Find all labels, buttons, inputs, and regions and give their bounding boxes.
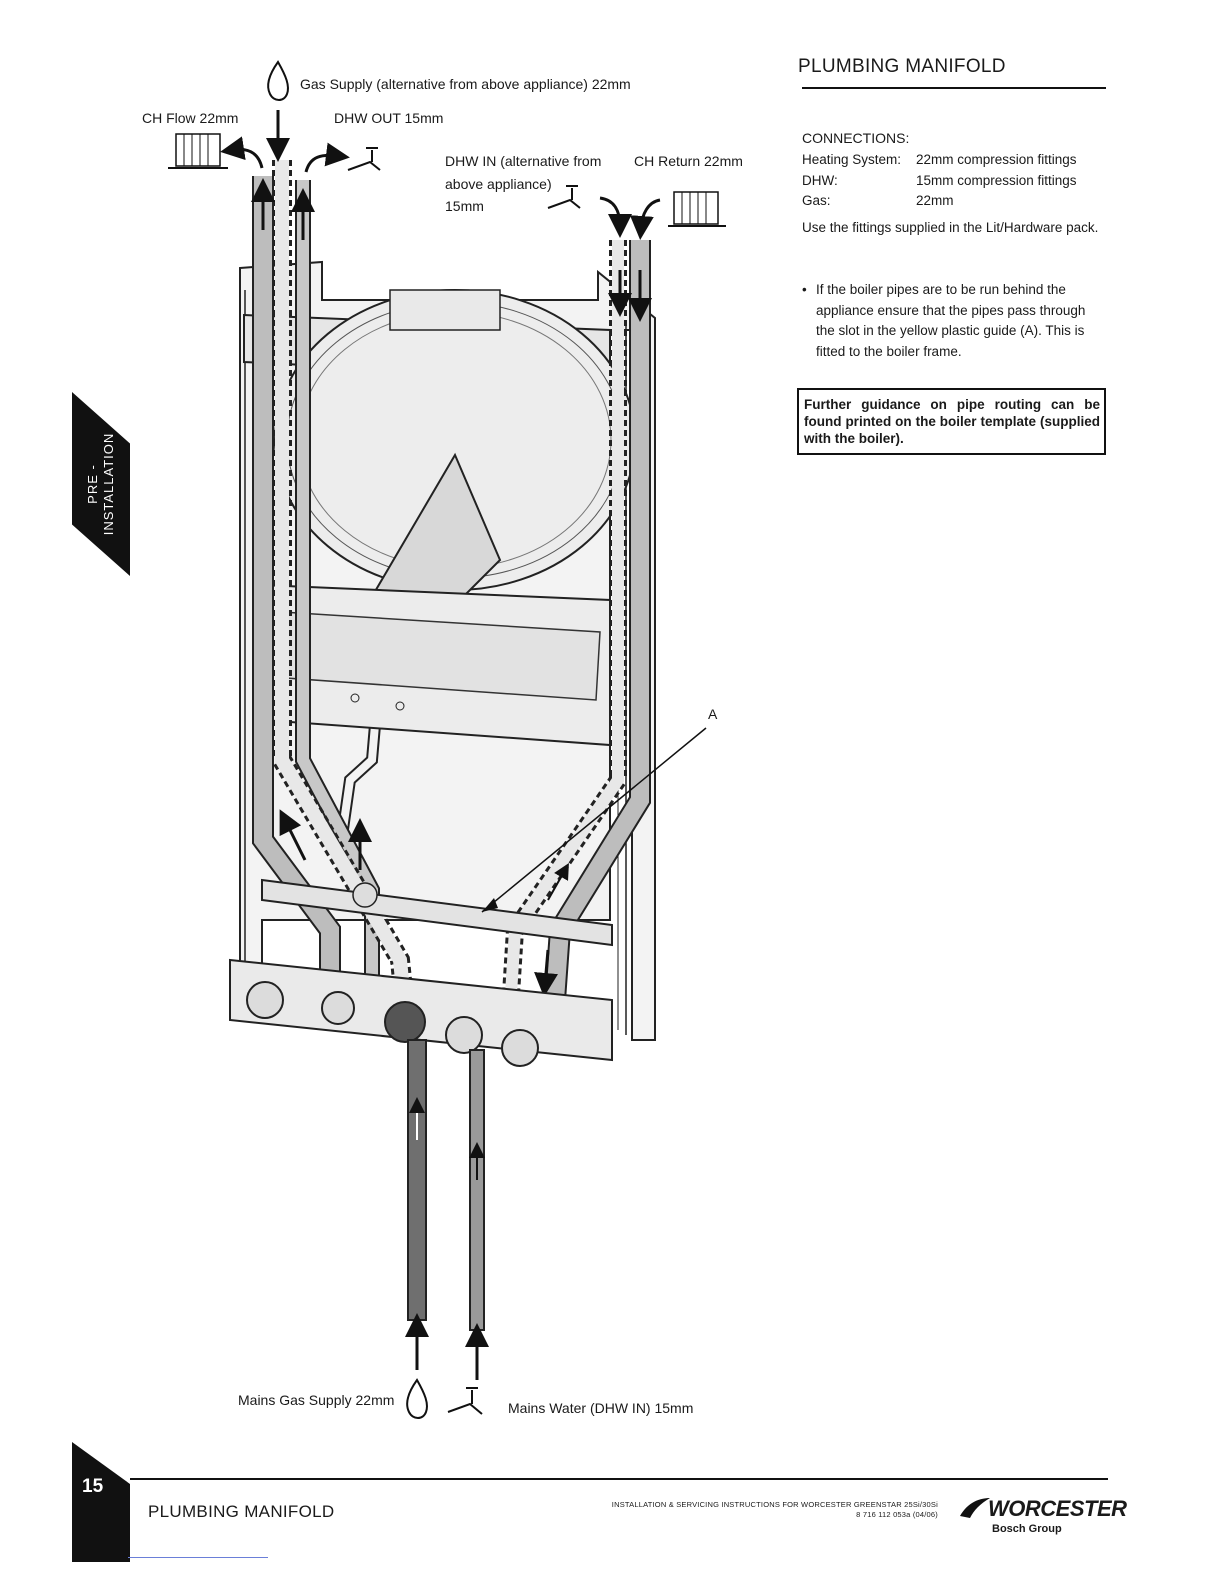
mains-water-pipe bbox=[469, 1049, 485, 1331]
footer-title: PLUMBING MANIFOLD bbox=[148, 1502, 335, 1521]
label-dhw-out: DHW OUT 15mm bbox=[334, 110, 444, 126]
valve-dhw-out bbox=[321, 991, 355, 1025]
fittings-note: Use the fittings supplied in the Lit/Har… bbox=[802, 220, 1099, 235]
connection-value: 22mm bbox=[916, 193, 954, 208]
connections-table: Heating System: 22mm compression fitting… bbox=[802, 150, 1077, 212]
connection-label: Gas: bbox=[802, 193, 831, 208]
mains-gas-pipe bbox=[407, 1039, 427, 1321]
label-dhw-in-line-1: DHW IN (alternative from bbox=[445, 153, 602, 169]
pipe-guide-tray bbox=[261, 878, 613, 947]
side-tab-line-1: PRE - bbox=[85, 464, 100, 504]
connections-heading: CONNECTIONS: bbox=[802, 130, 910, 146]
page-number-tab: 15 bbox=[72, 1442, 130, 1562]
mains-gas-flame-icon bbox=[406, 1378, 428, 1419]
gas-flame-icon bbox=[267, 60, 289, 101]
label-dhw-in-line-3: 15mm bbox=[445, 198, 484, 214]
label-mains-gas: Mains Gas Supply 22mm bbox=[238, 1392, 395, 1408]
footer-document-info: INSTALLATION & SERVICING INSTRUCTIONS FO… bbox=[520, 1500, 938, 1520]
label-gas-supply-top: Gas Supply (alternative from above appli… bbox=[300, 76, 631, 92]
label-ch-return: CH Return 22mm bbox=[634, 153, 743, 169]
page-number: 15 bbox=[82, 1476, 104, 1497]
label-dhw-in-line-2: above appliance) bbox=[445, 176, 552, 192]
brand-name: WORCESTER bbox=[988, 1496, 1127, 1521]
label-guide-a: A bbox=[708, 706, 718, 722]
bullet-dot: • bbox=[802, 282, 807, 297]
section-title: PLUMBING MANIFOLD bbox=[798, 56, 1006, 77]
title-divider bbox=[802, 87, 1106, 89]
footer-doc-title: INSTALLATION & SERVICING INSTRUCTIONS FO… bbox=[611, 1500, 938, 1509]
tap-icon-mains-water bbox=[447, 1387, 483, 1415]
worcester-logo: WORCESTER Bosch Group bbox=[958, 1492, 1127, 1542]
tap-icon-dhw-in bbox=[547, 185, 581, 209]
connection-row: DHW: 15mm compression fittings bbox=[802, 171, 1077, 192]
label-mains-water: Mains Water (DHW IN) 15mm bbox=[508, 1400, 694, 1416]
routing-bullet: • If the boiler pipes are to be run behi… bbox=[802, 280, 1102, 362]
decorative-underline bbox=[128, 1557, 268, 1558]
side-tab-line-2: INSTALLATION bbox=[101, 432, 116, 536]
label-ch-flow: CH Flow 22mm bbox=[142, 110, 239, 126]
valve-ch-flow bbox=[246, 981, 284, 1019]
connection-label: Heating System: bbox=[802, 152, 902, 167]
radiator-icon-return bbox=[668, 191, 726, 227]
connection-label: DHW: bbox=[802, 172, 838, 188]
footer-divider bbox=[130, 1478, 1108, 1480]
connection-row: Heating System: 22mm compression fitting… bbox=[802, 150, 1077, 171]
tap-icon-dhw-out bbox=[347, 147, 381, 171]
valve-gas bbox=[384, 1001, 426, 1043]
swoosh-icon bbox=[960, 1498, 990, 1518]
valve-ch-return bbox=[501, 1029, 539, 1067]
boiler-diagram bbox=[168, 60, 726, 1419]
guidance-box: Further guidance on pipe routing can be … bbox=[797, 388, 1106, 455]
side-tab-label: PRE - INSTALLATION bbox=[85, 433, 117, 536]
bullet-text: If the boiler pipes are to be run behind… bbox=[816, 282, 1086, 359]
valve-dhw-in bbox=[445, 1016, 483, 1054]
connection-row: Gas: 22mm bbox=[802, 191, 1077, 212]
brand-subtitle: Bosch Group bbox=[992, 1523, 1062, 1535]
connection-value: 22mm compression fittings bbox=[916, 152, 1077, 167]
guide-leader-line bbox=[481, 727, 707, 913]
footer-doc-code: 8 716 112 053a (04/06) bbox=[856, 1510, 938, 1519]
radiator-icon-flow bbox=[168, 133, 228, 169]
connection-value: 15mm compression fittings bbox=[916, 172, 1077, 188]
